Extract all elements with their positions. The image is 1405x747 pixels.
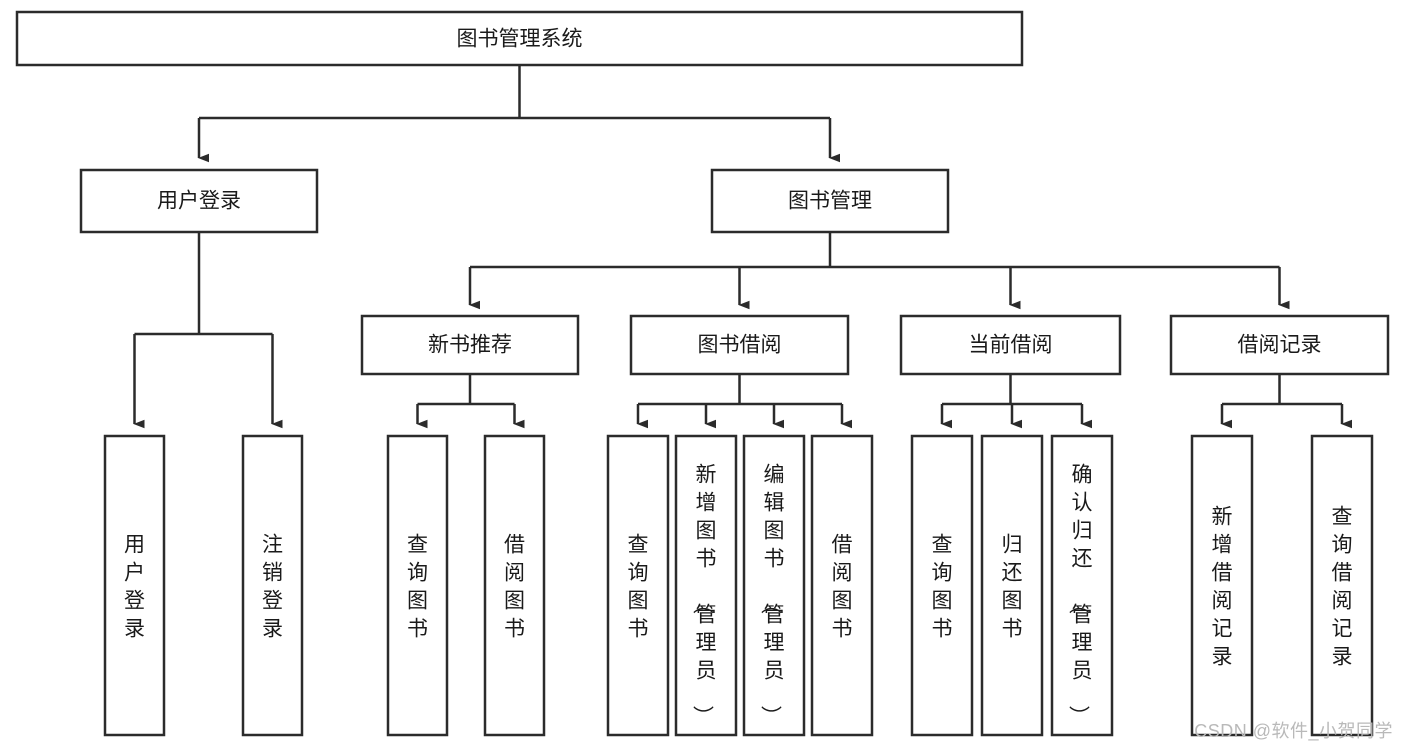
node-root-label: 图书管理系统	[457, 28, 583, 51]
leaf-logout-box[interactable]	[241, 434, 304, 737]
leaf-edit-book-admin-box[interactable]	[742, 434, 806, 737]
leaf-logout[interactable]: 注销登录	[241, 434, 304, 737]
leaf-user-login-box[interactable]	[103, 434, 166, 737]
leaf-borrow-books-new-box[interactable]	[483, 434, 546, 737]
node-new-book-recommend-box[interactable]	[360, 314, 580, 376]
leaf-confirm-return-admin[interactable]: 确认归还（管理员）	[1050, 434, 1114, 737]
leaf-query-books-borrow-box[interactable]	[606, 434, 670, 737]
leaf-user-login-label: 用户登录	[124, 533, 145, 640]
node-book-borrow-box[interactable]	[629, 314, 850, 376]
leaf-query-books-current[interactable]: 查询图书	[910, 434, 974, 737]
leaf-confirm-return-admin-box[interactable]	[1050, 434, 1114, 737]
node-current-borrow-label: 当前借阅	[969, 334, 1053, 357]
leaf-add-book-admin-label: 新增图书（管理员）	[691, 463, 717, 726]
leaf-query-books-new-box[interactable]	[386, 434, 449, 737]
leaf-query-books-borrow-label: 查询图书	[628, 533, 649, 640]
node-user-login-box[interactable]	[79, 168, 319, 234]
node-user-login-label: 用户登录	[157, 190, 241, 213]
leaf-add-borrow-record-box[interactable]	[1190, 434, 1254, 737]
leaf-query-borrow-record[interactable]: 查询借阅记录	[1310, 434, 1374, 737]
leaf-edit-book-admin-label: 编辑图书（管理员）	[759, 463, 785, 726]
leaf-add-borrow-record-label: 新增借阅记录	[1212, 505, 1233, 668]
leaf-add-book-admin[interactable]: 新增图书（管理员）	[674, 434, 738, 737]
leaf-query-books-current-label: 查询图书	[932, 533, 953, 640]
leaf-borrow-books-new-label: 借阅图书	[504, 533, 525, 640]
node-root-box[interactable]	[15, 10, 1024, 67]
leaf-user-login[interactable]: 用户登录	[103, 434, 166, 737]
node-user-login[interactable]: 用户登录	[79, 168, 319, 234]
leaf-borrow-books-new[interactable]: 借阅图书	[483, 434, 546, 737]
leaf-borrow-book-label: 借阅图书	[832, 533, 853, 640]
leaf-borrow-book-box[interactable]	[810, 434, 874, 737]
node-new-book-recommend-label: 新书推荐	[428, 334, 512, 357]
node-root[interactable]: 图书管理系统	[15, 10, 1024, 67]
leaf-edit-book-admin[interactable]: 编辑图书（管理员）	[742, 434, 806, 737]
leaf-query-books-current-box[interactable]	[910, 434, 974, 737]
node-borrow-records[interactable]: 借阅记录	[1169, 314, 1390, 376]
connector-layer	[133, 65, 1352, 429]
leaf-query-books-new[interactable]: 查询图书	[386, 434, 449, 737]
leaf-add-borrow-record[interactable]: 新增借阅记录	[1190, 434, 1254, 737]
node-new-book-recommend[interactable]: 新书推荐	[360, 314, 580, 376]
leaf-add-book-admin-box[interactable]	[674, 434, 738, 737]
leaf-query-borrow-record-box[interactable]	[1310, 434, 1374, 737]
leaf-return-book-label: 归还图书	[1002, 533, 1023, 640]
node-book-management-box[interactable]	[710, 168, 950, 234]
node-current-borrow-box[interactable]	[899, 314, 1122, 376]
leaf-logout-label: 注销登录	[262, 533, 283, 640]
node-book-management[interactable]: 图书管理	[710, 168, 950, 234]
node-current-borrow[interactable]: 当前借阅	[899, 314, 1122, 376]
leaf-confirm-return-admin-label: 确认归还（管理员）	[1067, 463, 1093, 726]
node-borrow-records-box[interactable]	[1169, 314, 1390, 376]
node-book-borrow[interactable]: 图书借阅	[629, 314, 850, 376]
leaf-return-book-box[interactable]	[980, 434, 1044, 737]
node-book-management-label: 图书管理	[788, 190, 872, 213]
leaf-return-book[interactable]: 归还图书	[980, 434, 1044, 737]
node-borrow-records-label: 借阅记录	[1238, 334, 1322, 357]
node-book-borrow-label: 图书借阅	[698, 334, 782, 357]
leaf-borrow-book[interactable]: 借阅图书	[810, 434, 874, 737]
leaf-query-borrow-record-label: 查询借阅记录	[1332, 505, 1353, 668]
leaf-query-books-borrow[interactable]: 查询图书	[606, 434, 670, 737]
leaf-query-books-new-label: 查询图书	[407, 533, 428, 640]
